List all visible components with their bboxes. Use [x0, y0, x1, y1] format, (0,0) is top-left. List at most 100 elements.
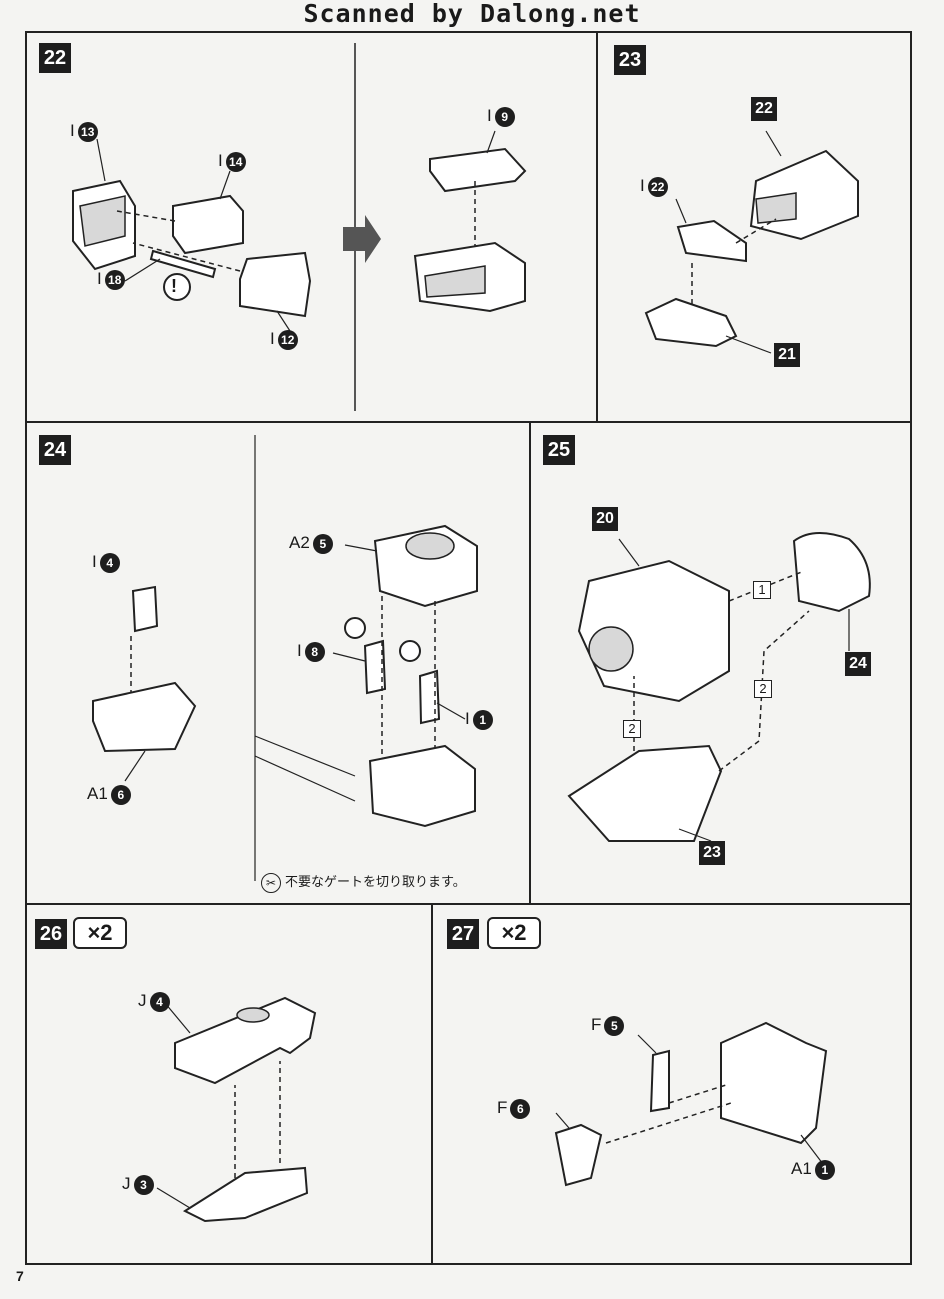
- ref-part-21: [644, 297, 738, 348]
- order-marker-2-left: 2: [623, 720, 641, 738]
- cut-gate-marker-8: [344, 617, 366, 639]
- part-plate-9: [429, 147, 527, 193]
- part-cover-J4-hole: [236, 1007, 270, 1023]
- step-number: 23: [614, 45, 646, 75]
- leader-J3: [156, 1187, 191, 1209]
- order-marker-1: 1: [753, 581, 771, 599]
- assembly-path-14: [116, 210, 176, 222]
- part-rod-18: [149, 249, 217, 279]
- leader-22: [765, 130, 782, 157]
- leader-I22: [675, 198, 687, 224]
- cut-gate-marker-1: [399, 640, 421, 662]
- divider-slant-lower: [254, 755, 356, 802]
- part-base-A1-6: [92, 681, 197, 753]
- leader-13: [96, 138, 106, 182]
- assembly-path-bracket: [735, 218, 777, 244]
- part-pin-8: [363, 639, 387, 695]
- part-F5: [649, 1049, 670, 1113]
- part-small-4: [131, 585, 159, 633]
- leader-A1-6: [124, 750, 146, 782]
- ref-assembly-20-joint: [588, 626, 634, 672]
- step-number: 26: [35, 919, 67, 949]
- leader-14: [219, 170, 231, 200]
- step-25: 25 20 24 23 1 2 2: [529, 421, 912, 905]
- leader-I1: [436, 702, 466, 720]
- assembled-box-detail: [424, 265, 486, 298]
- step-22-illustration: [72, 43, 527, 411]
- cut-gate-note: ✂不要なゲートを切り取ります。: [261, 871, 466, 893]
- ref-number-24: 24: [845, 652, 871, 676]
- ref-assembly-23: [567, 744, 723, 842]
- leader-F6: [555, 1112, 570, 1129]
- divider-slant-upper: [254, 735, 356, 777]
- page-number: 7: [16, 1268, 24, 1284]
- assembly-path-F5: [668, 1084, 727, 1104]
- leader-18: [124, 258, 161, 282]
- ref-assembly-24: [792, 532, 871, 613]
- step-26-illustration: [156, 996, 317, 1223]
- ref-assembly-22: [749, 149, 859, 241]
- quantity-badge: ×2: [487, 917, 541, 949]
- part-base-J3: [182, 1166, 309, 1223]
- caution-circle: [163, 273, 191, 301]
- leader-20: [618, 538, 640, 567]
- cut-gate-icon: ✂: [261, 872, 281, 893]
- leader-J4: [164, 1002, 191, 1034]
- part-housing-inner: [79, 195, 126, 247]
- leader-21: [725, 335, 772, 354]
- step-number: 22: [39, 43, 71, 73]
- part-block-14: [172, 194, 244, 255]
- part-lower-body: [368, 744, 476, 828]
- caution-mark: !: [171, 276, 177, 296]
- scan-credit: Scanned by Dalong.net: [303, 0, 641, 28]
- leader-12: [276, 310, 291, 332]
- step-24-illustration: [92, 435, 478, 881]
- leader-I8: [332, 652, 366, 662]
- step-number: 27: [447, 919, 479, 949]
- ref-number-20: 20: [592, 507, 618, 531]
- part-cover-12: [239, 251, 312, 318]
- part-cover-J4: [174, 996, 317, 1085]
- ref-number-21: 21: [774, 343, 800, 367]
- part-pin-1: [418, 669, 441, 725]
- step-number: 25: [543, 435, 575, 465]
- part-F6: [554, 1123, 603, 1187]
- ref-number-22: 22: [751, 97, 777, 121]
- step-number: 24: [39, 435, 71, 465]
- leader-A2-5: [344, 544, 378, 552]
- part-A1-1: [720, 1021, 828, 1145]
- quantity-badge: ×2: [73, 917, 127, 949]
- order-marker-2-right: 2: [754, 680, 772, 698]
- next-arrow: [343, 215, 381, 263]
- step-25-illustration: [567, 532, 871, 842]
- leader-F5: [637, 1034, 657, 1054]
- step-23-illustration: [644, 130, 859, 354]
- assembly-path-12: [132, 242, 241, 272]
- panel-frame-27: [431, 903, 912, 1265]
- leader-23: [678, 828, 712, 842]
- step-27-illustration: [554, 1021, 828, 1187]
- assembly-path-F6: [605, 1102, 732, 1144]
- part-upper-A2-5-socket: [405, 532, 455, 560]
